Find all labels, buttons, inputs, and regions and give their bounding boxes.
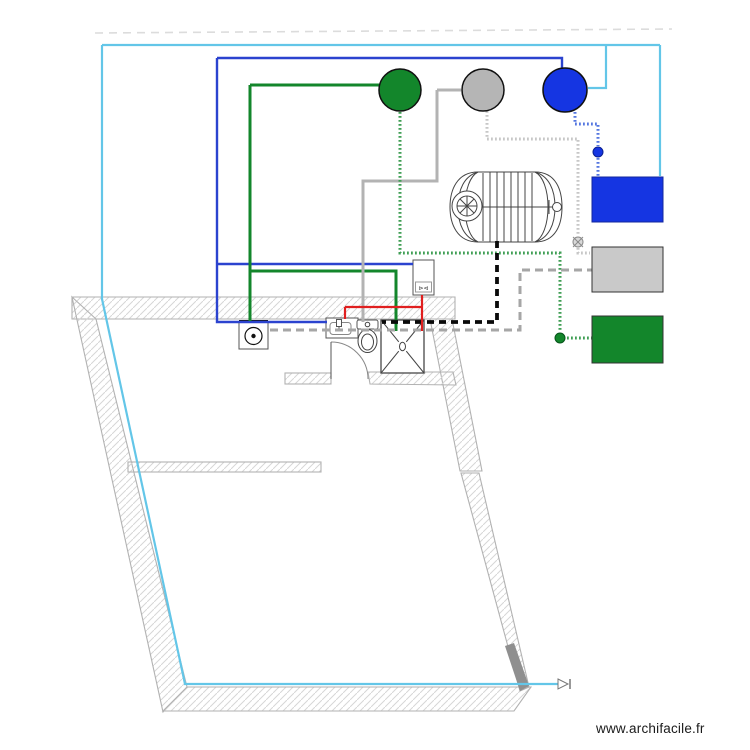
gray-dashed-pipe (270, 268, 592, 332)
left-wall (71, 295, 188, 714)
faint-dashed-pipe (94, 28, 673, 34)
storage-tank (449, 171, 563, 243)
blue-appliance-circle (542, 67, 588, 113)
door-swing (330, 341, 369, 380)
green-appliance-rect (591, 315, 664, 364)
tank-valve-icon (548, 200, 562, 214)
sink-fixture (325, 317, 359, 339)
shower-fixture (380, 319, 425, 374)
black-dashed-waste-pipe (382, 241, 499, 324)
wedge-tip (505, 643, 529, 691)
bottom-wall (161, 686, 533, 712)
gray-appliance-rect (591, 246, 664, 293)
gray-dotted-pipe (485, 111, 590, 255)
tank-wheel-icon (451, 190, 483, 222)
top-wall (71, 296, 456, 320)
walls (71, 295, 533, 714)
green-appliance-circle (378, 68, 422, 112)
flow-direction-icon (557, 678, 571, 690)
blue-appliance-rect (591, 176, 664, 223)
door-threshold-wall (284, 372, 332, 385)
pump-fixture (238, 320, 269, 350)
green-dotted-pipe (398, 112, 592, 340)
red-hot-water-pipe (343, 295, 424, 331)
interior-wall-stub (127, 461, 322, 473)
blue-dotted-pipe (573, 112, 600, 176)
cyan-supply-pipe (100, 43, 662, 686)
sloped-wedge-wall (460, 472, 530, 692)
watermark-link[interactable]: www.archifacile.fr (596, 721, 705, 736)
gray-supply-pipe (361, 88, 461, 322)
toilet-fixture (356, 319, 379, 353)
water-heater-box: ⊳⊲ (412, 259, 435, 296)
gray-connector-dot (572, 236, 584, 248)
green-valve-dot (554, 332, 566, 344)
mini-label: ⊳⊲ (418, 286, 428, 292)
bathroom-bottom-wall (367, 371, 457, 386)
green-supply-pipe (248, 83, 398, 331)
right-wall (429, 318, 483, 472)
blue-valve-dot (592, 146, 604, 158)
gray-appliance-circle (461, 68, 505, 112)
